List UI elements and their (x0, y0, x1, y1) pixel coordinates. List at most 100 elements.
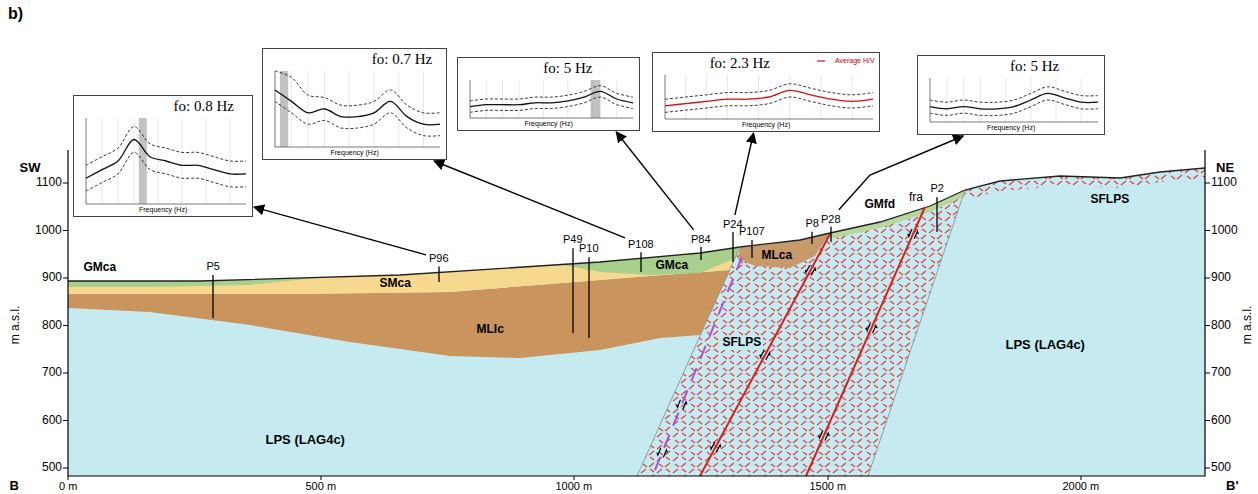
borehole-marker: P84 (691, 233, 711, 245)
cover-sflps (965, 168, 1205, 200)
borehole-line (572, 248, 573, 333)
std-curve (665, 97, 873, 112)
borehole-id: P10 (579, 242, 599, 255)
peak-frequency: fo: 0.7 Hz (372, 51, 432, 68)
borehole-line (732, 232, 733, 262)
grid-line (1056, 78, 1057, 122)
axis-tick-label: 1000 (35, 224, 62, 238)
slip-marker (710, 442, 714, 449)
zone-boundary (637, 247, 740, 476)
axis-tick (63, 373, 68, 374)
leader-arrow (254, 207, 426, 255)
peak-frequency: fo: 0.8 Hz (174, 98, 234, 115)
borehole-line (700, 247, 701, 260)
axis-tick-label: 800 (1211, 319, 1231, 333)
borehole-line (811, 232, 812, 244)
grid-line (706, 75, 707, 119)
distance-label: 2000 m (1063, 480, 1100, 493)
slip-marker (677, 400, 681, 407)
axis-tick (1081, 476, 1082, 480)
grid-line (291, 71, 292, 147)
grid-line (963, 78, 964, 122)
unit-label: LPS (LAG4c) (266, 433, 345, 448)
axis-title: Frequency (Hz) (139, 206, 187, 214)
distance-label: 1000 m (556, 480, 593, 493)
borehole-marker: P96 (429, 252, 449, 264)
grid-line (102, 118, 103, 204)
grid-line (1081, 78, 1082, 122)
slip-marker (908, 229, 912, 236)
axis-tick-label: 1100 (36, 176, 62, 190)
purple-fault-dashed (655, 252, 744, 470)
axis-tick-label: 600 (1211, 414, 1231, 428)
grid-line (852, 75, 853, 119)
unit-label: SFLPS (1091, 193, 1130, 207)
axis-tick-label: 1000 (1211, 224, 1238, 238)
fault-line (806, 207, 925, 476)
leader-arrow (434, 161, 625, 238)
grid-line (158, 118, 159, 204)
axis-tick-label: 900 (42, 271, 62, 285)
slip-marker (825, 433, 829, 440)
hvsr-inset: fo: 5 HzFrequency (Hz) (457, 57, 640, 131)
grid-line (727, 75, 728, 119)
slip-marker (766, 353, 770, 360)
leader-arrow (616, 132, 693, 230)
axis-tick (1205, 183, 1210, 184)
std-curve (275, 71, 440, 113)
plot-axis (665, 75, 873, 119)
axis-tick (63, 183, 68, 184)
axis-tick-label: 600 (42, 414, 62, 428)
section-end-label: B' (1226, 479, 1238, 494)
borehole-id: P96 (429, 252, 449, 264)
axis-tick (321, 476, 322, 480)
axis-tick-label: 500 (1211, 461, 1231, 475)
axis-tick (1205, 230, 1210, 231)
slip-marker (873, 326, 877, 333)
borehole-line (640, 252, 641, 272)
borehole-marker: P108 (628, 238, 654, 250)
borehole-line (751, 240, 752, 258)
std-curve (86, 127, 246, 166)
std-curve (275, 101, 440, 136)
mean-hv-curve (930, 93, 1098, 109)
axis-tick (574, 476, 575, 480)
borehole-id: P84 (691, 233, 711, 245)
hvsr-inset: fo: 2.3 HzFrequency (Hz)Average H/V (652, 52, 880, 132)
peak-frequency: fo: 5 Hz (1010, 58, 1059, 75)
grid-line (758, 75, 759, 119)
grid-line (182, 118, 183, 204)
slip-marker (663, 450, 667, 457)
mean-hv-curve (470, 91, 633, 106)
axis-tick-label: 800 (42, 319, 62, 333)
axis-tick-label: 700 (1211, 366, 1231, 380)
unit-label: GMca (656, 259, 689, 273)
distance-label: 500 m (306, 480, 337, 493)
plot-axis (930, 78, 1098, 122)
fault-line (700, 234, 830, 476)
grid-line (1005, 78, 1006, 122)
borehole-line (936, 197, 937, 232)
hvsr-inset: fo: 5 HzFrequency (Hz) (917, 55, 1105, 135)
borehole-line (438, 266, 439, 282)
peak-band (280, 71, 288, 147)
distance-label: 1500 m (810, 480, 847, 493)
axis-tick (1205, 420, 1210, 421)
zone-boundary (868, 190, 965, 476)
axis-tick-label: 900 (1211, 271, 1231, 285)
slip-marker (805, 265, 809, 272)
grid-line (374, 71, 375, 147)
legend-text: Average H/V (835, 57, 875, 65)
mean-hv-curve (665, 90, 873, 105)
distance-label: 0 m (59, 480, 77, 493)
unit-label: GMca (84, 261, 117, 275)
unit-label: LPS (LAG4c) (1006, 338, 1085, 353)
grid-line (206, 118, 207, 204)
peak-frequency: fo: 5 Hz (543, 60, 592, 77)
axis-tick (63, 468, 68, 469)
axis-tick (63, 278, 68, 279)
grid-line (308, 71, 309, 147)
grid-line (349, 71, 350, 147)
unit-label: fra (909, 191, 923, 205)
